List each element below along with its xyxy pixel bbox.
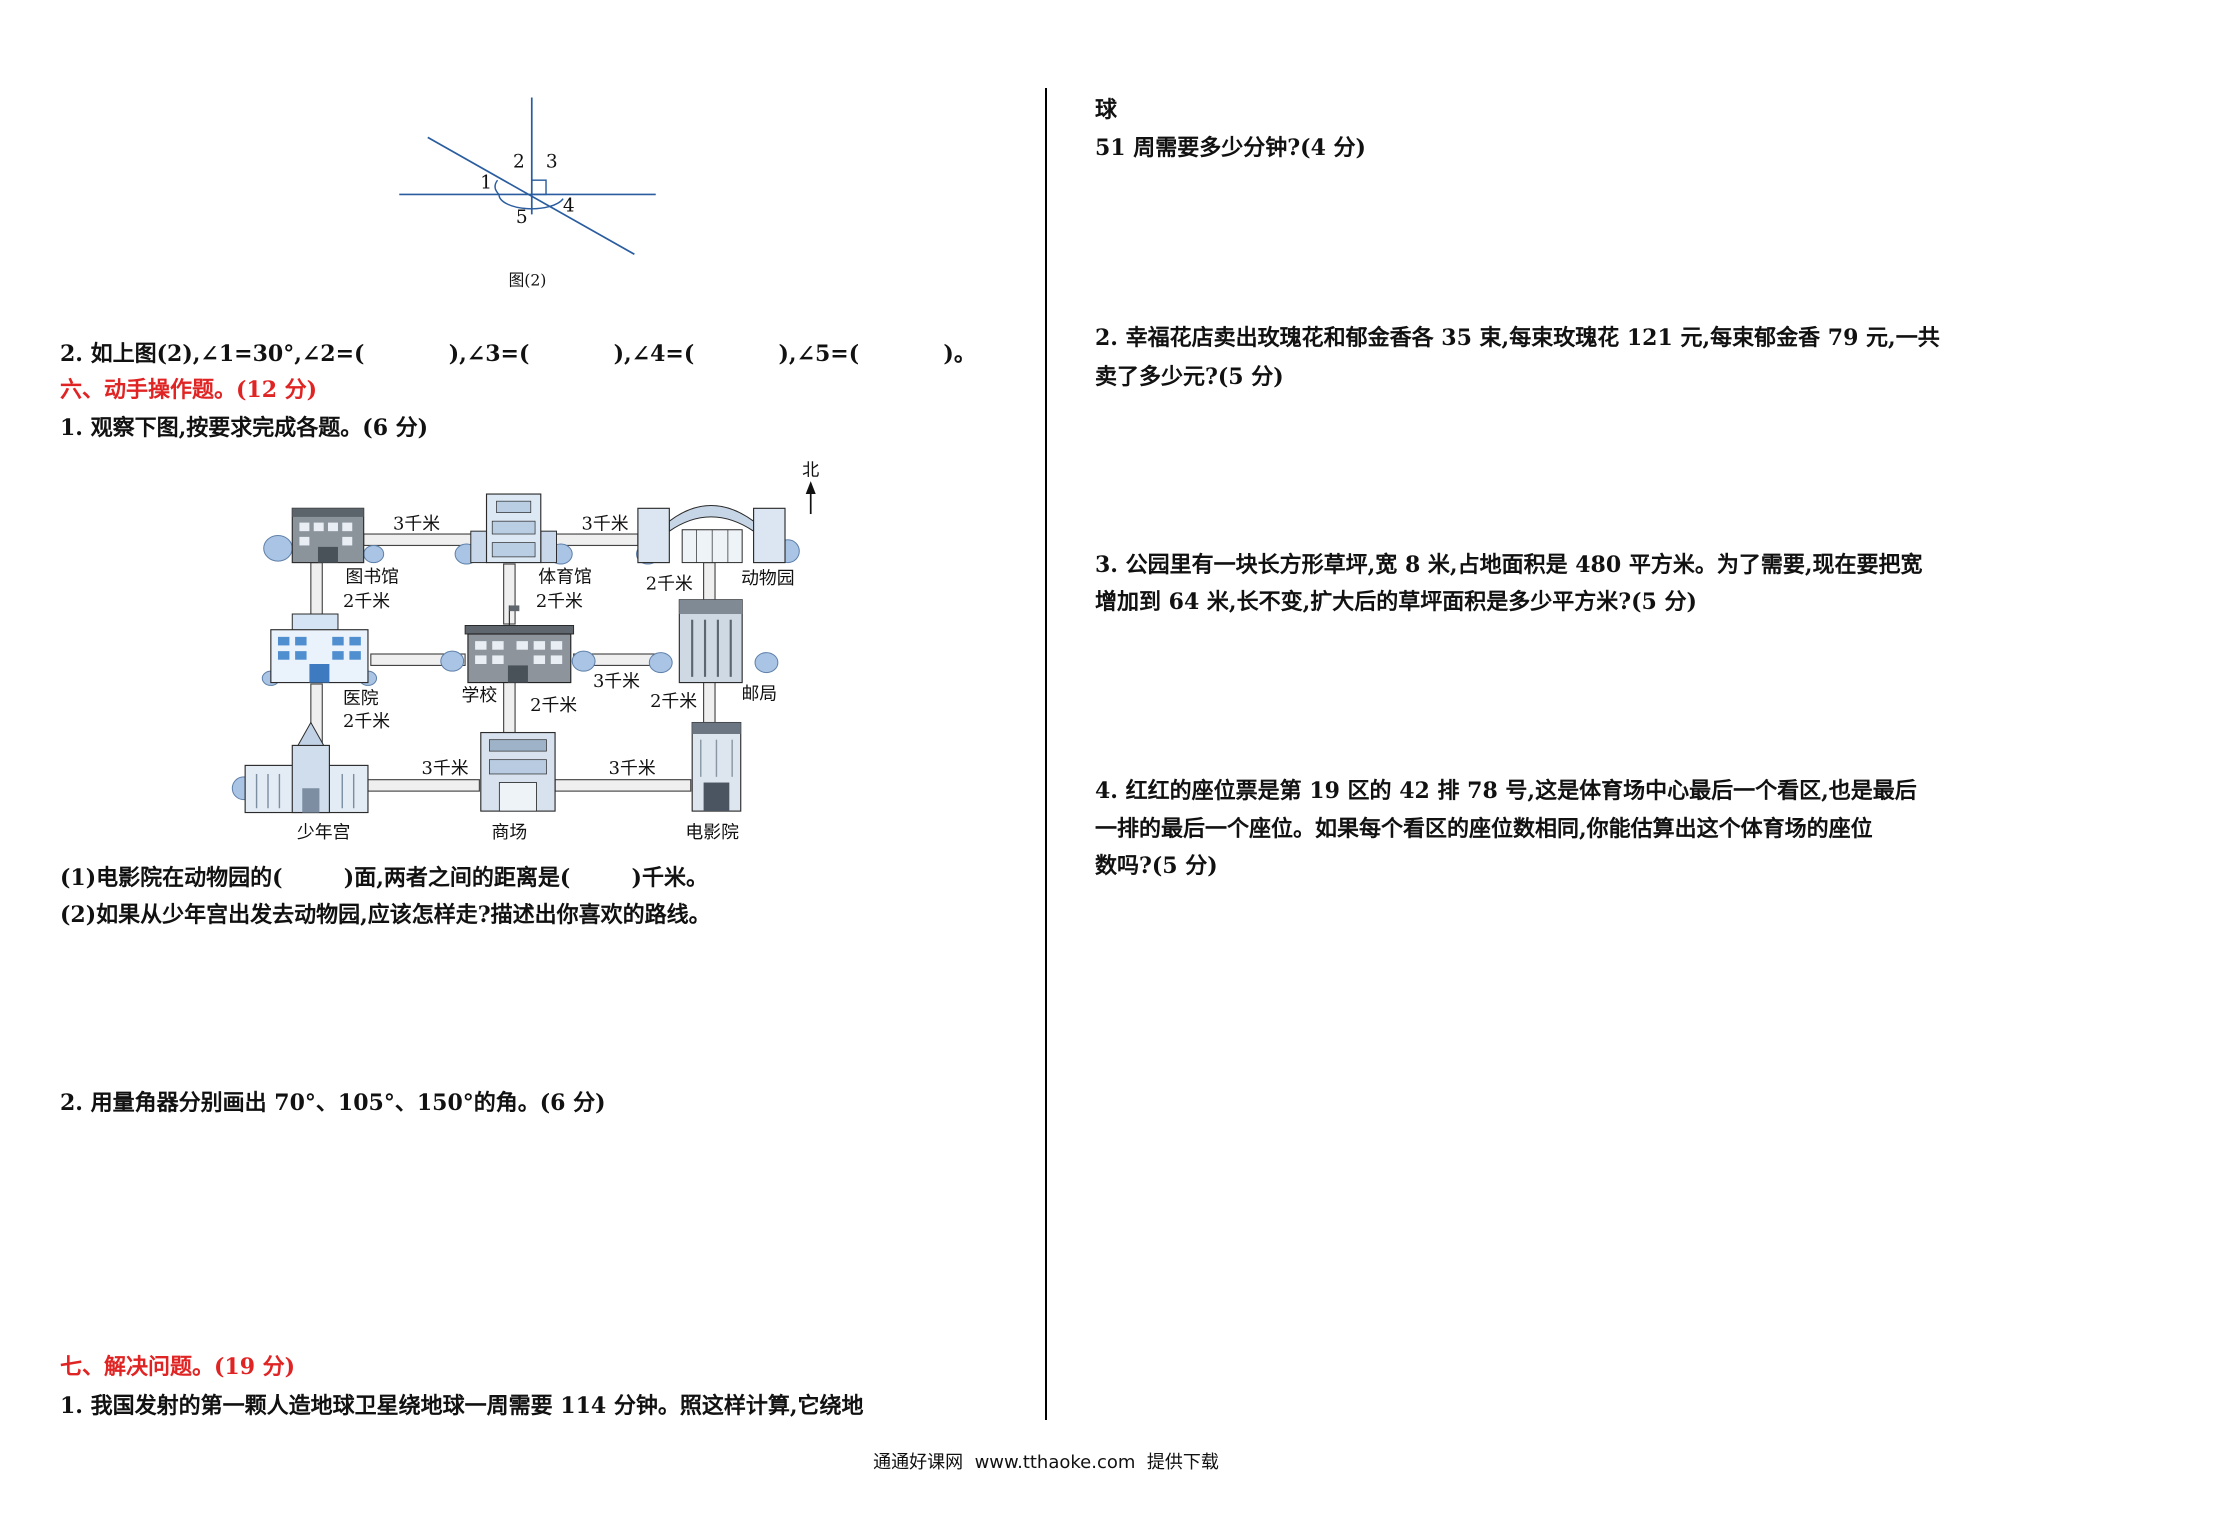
north-arrow: 北 — [802, 460, 819, 515]
column-divider — [1045, 88, 1047, 1420]
road-school-mall — [503, 680, 516, 734]
label-post-office: 邮局 — [741, 684, 777, 705]
angle-label-5: 5 — [516, 207, 528, 228]
question-7-2-line-1: 2. 幸福花店卖出玫瑰花和郁金香各 35 束,每束玫瑰花 121 元,每束郁金香… — [1095, 325, 1940, 351]
angle-label-3: 3 — [546, 151, 558, 172]
road-library-gym — [363, 533, 489, 547]
question-7-4-line-1: 4. 红红的座位票是第 19 区的 42 排 78 号,这是体育场中心最后一个看… — [1095, 778, 1917, 804]
hospital-building — [261, 613, 378, 686]
question-7-1-line-3: 51 周需要多少分钟?(4 分) — [1095, 135, 1366, 161]
angle-label-2: 2 — [513, 151, 525, 172]
road-hospital-school — [370, 653, 466, 666]
label-mall: 商场 — [492, 822, 528, 843]
road-zoo-post — [703, 562, 716, 604]
angle-label-1: 1 — [480, 173, 492, 194]
diagonal-line — [427, 136, 635, 256]
town-map: 北 图书馆 体育馆 动物园 医院 学校 邮局 少年宫 商场 电影院 3千米 3千… — [231, 460, 819, 843]
question-7-3-line-1: 3. 公园里有一块长方形草坪,宽 8 米,占地面积是 480 平方米。为了需要,… — [1095, 552, 1923, 578]
question-6-1-part-2: (2)如果从少年宫出发去动物园,应该怎样走?描述出你喜欢的路线。 — [60, 902, 711, 928]
label-hospital: 医院 — [343, 688, 379, 709]
school-building — [440, 605, 596, 684]
distance-hospital-youth: 2千米 — [343, 711, 390, 732]
question-7-2-line-2: 卖了多少元?(5 分) — [1095, 364, 1284, 390]
question-7-4-line-3: 数吗?(5 分) — [1095, 853, 1218, 879]
question-6-1-part-1: (1)电影院在动物园的( )面,两者之间的距离是( )千米。 — [60, 865, 708, 891]
arrow-up-icon — [805, 481, 816, 495]
question-7-4-line-2: 一排的最后一个座位。如果每个看区的座位数相同,你能估算出这个体育场的座位 — [1095, 816, 1873, 842]
question-6-1: 1. 观察下图,按要求完成各题。(6 分) — [60, 415, 429, 441]
angle-label-4: 4 — [563, 196, 575, 217]
road-post-cinema — [703, 680, 716, 724]
distance-post-cinema: 2千米 — [650, 691, 697, 712]
mall-building — [480, 731, 556, 812]
right-angle-mark — [531, 179, 547, 196]
question-7-1-line-2: 球 — [1095, 97, 1118, 123]
page-footer: 通通好课网 www.tthaoke.com 提供下载 — [873, 1452, 1219, 1473]
distance-gym-zoo: 3千米 — [582, 514, 629, 535]
youth-palace-building — [231, 721, 369, 814]
figure-caption: 图(2) — [509, 271, 547, 290]
question-5-2: 2. 如上图(2),∠1=30°,∠2=( ),∠3=( ),∠4=( ),∠5… — [60, 341, 976, 367]
road-mall-cinema — [554, 779, 692, 792]
post-office-building — [648, 599, 779, 684]
zoo-building — [635, 504, 800, 565]
distance-library-hospital: 2千米 — [343, 591, 390, 612]
distance-gym-school: 2千米 — [536, 591, 583, 612]
label-zoo: 动物园 — [741, 568, 795, 589]
section-7-heading: 七、解决问题。(19 分) — [60, 1354, 296, 1380]
distance-library-gym: 3千米 — [393, 514, 440, 535]
question-7-1-line-1: 1. 我国发射的第一颗人造地球卫星绕地球一周需要 114 分钟。照这样计算,它绕… — [60, 1393, 864, 1419]
label-youth-palace: 少年宫 — [297, 822, 351, 843]
road-youth-mall — [367, 779, 480, 792]
label-library: 图书馆 — [345, 567, 399, 588]
section-6-heading: 六、动手操作题。(12 分) — [60, 377, 318, 403]
north-label: 北 — [802, 460, 819, 480]
label-cinema: 电影院 — [685, 822, 739, 843]
distance-youth-mall: 3千米 — [422, 758, 469, 779]
angle-figure: 1 2 3 4 5 图(2) — [399, 97, 656, 290]
question-6-2: 2. 用量角器分别画出 70°、105°、150°的角。(6 分) — [60, 1090, 606, 1116]
gym-building — [454, 493, 573, 565]
library-building — [263, 507, 385, 564]
distance-school-post: 3千米 — [593, 671, 640, 692]
distance-mall-cinema: 3千米 — [609, 758, 656, 779]
cinema-building — [691, 721, 742, 812]
label-gym: 体育馆 — [538, 567, 592, 588]
distance-zoo-post: 2千米 — [646, 574, 693, 595]
distance-school-mall: 2千米 — [530, 695, 577, 716]
question-7-3-line-2: 增加到 64 米,长不变,扩大后的草坪面积是多少平方米?(5 分) — [1095, 589, 1697, 615]
angle-arc-lower — [498, 194, 564, 210]
angle-arc-1 — [494, 179, 500, 195]
label-school: 学校 — [462, 685, 498, 706]
